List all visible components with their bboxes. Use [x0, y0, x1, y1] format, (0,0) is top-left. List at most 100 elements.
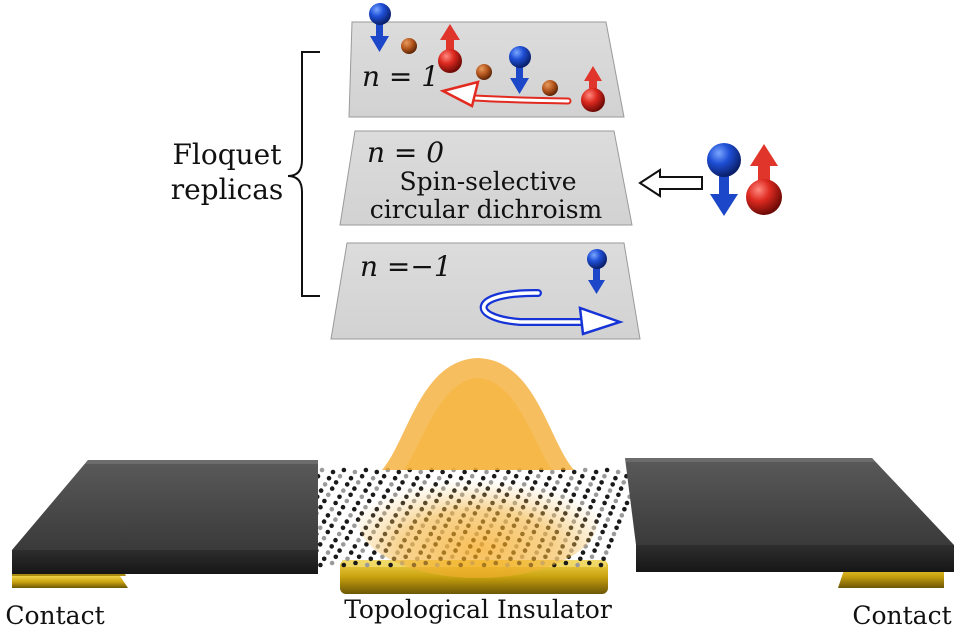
lattice-atom — [381, 473, 387, 479]
bracket-label-line2: replicas — [171, 173, 284, 206]
lattice-atom — [326, 492, 331, 498]
replica-middle-desc-line2: circular dichroism — [370, 195, 603, 224]
lattice-atom — [367, 482, 372, 487]
lattice-atom — [550, 469, 555, 475]
lattice-atom — [352, 506, 357, 512]
lattice-atom — [333, 500, 338, 506]
particle-icon — [476, 64, 492, 80]
lattice-atom — [325, 550, 331, 555]
lattice-atom — [597, 535, 603, 541]
lattice-atom — [340, 504, 346, 510]
lattice-atom — [600, 529, 605, 535]
lattice-atom — [596, 513, 602, 518]
lattice-atom — [607, 488, 613, 493]
lattice-atom — [605, 517, 611, 522]
lattice-atom — [348, 529, 354, 535]
lattice-atom — [344, 498, 350, 504]
lattice-atom — [616, 519, 622, 524]
lattice-atom — [355, 480, 361, 485]
lattice-atom — [341, 467, 347, 473]
lattice-atom — [589, 554, 595, 560]
lattice-atom — [329, 560, 335, 566]
lattice-atom — [345, 556, 350, 562]
lattice-atom — [368, 556, 374, 562]
lattice-atom — [609, 537, 614, 543]
lattice-atom — [605, 494, 610, 500]
lattice-atom — [364, 542, 369, 547]
lattice-atom — [329, 506, 335, 512]
lattice-atom — [356, 537, 361, 543]
lattice-atom — [359, 473, 365, 479]
lattice-atom — [336, 511, 342, 516]
lattice-atom — [599, 480, 604, 485]
replica-bracket — [287, 51, 320, 297]
lattice-atom — [341, 562, 347, 568]
lattice-atom — [330, 469, 336, 475]
lattice-atom — [317, 525, 323, 531]
replica-panel-lower — [330, 242, 641, 340]
lattice-atom — [602, 523, 608, 529]
lattice-atom — [610, 504, 616, 510]
lattice-atom — [352, 523, 357, 529]
lattice-atom — [326, 475, 332, 481]
spin-up-electron-icon — [581, 66, 605, 112]
light-beam-core — [404, 378, 552, 470]
bracket-label-line1: Floquet — [172, 138, 282, 171]
replica-middle-index: n = 0 — [367, 136, 444, 169]
lattice-atom — [563, 560, 569, 566]
red-arrow-icon — [439, 80, 572, 108]
particle-icon — [401, 38, 417, 54]
lattice-atom — [618, 486, 624, 491]
lattice-atom — [370, 475, 376, 481]
topological-insulator-label: Topological Insulator — [344, 595, 612, 624]
spin-down-electron-icon — [509, 46, 531, 94]
lattice-atom — [344, 482, 350, 487]
lattice-atom — [348, 492, 353, 498]
lattice-atom — [598, 562, 604, 568]
lattice-atom — [352, 486, 357, 491]
lattice-atom — [602, 473, 607, 479]
lattice-atom — [585, 488, 591, 493]
light-beam-glow — [358, 462, 598, 578]
lattice-atom — [319, 467, 325, 473]
lattice-atom — [611, 531, 617, 537]
lattice-atom — [344, 535, 350, 541]
lattice-atom — [337, 494, 342, 500]
lattice-atom — [601, 556, 606, 562]
lattice-atom — [325, 513, 331, 518]
lattice-atom — [337, 473, 343, 479]
lattice-atom — [591, 475, 596, 481]
lattice-atom — [577, 480, 582, 485]
circular-arrow-icon — [479, 288, 624, 336]
lattice-atom — [317, 542, 323, 547]
lattice-atom — [388, 562, 393, 568]
replica-upper-index: n = 1 — [362, 60, 439, 93]
lattice-atom — [318, 488, 324, 493]
lattice-atom — [355, 500, 361, 506]
lattice-atom — [616, 492, 621, 498]
lattice-atom — [378, 480, 383, 485]
lattice-atom — [352, 544, 358, 549]
lattice-atom — [592, 548, 597, 553]
lattice-atom — [599, 506, 605, 512]
lattice-atom — [341, 542, 346, 547]
lattice-atom — [348, 513, 353, 518]
replica-lower-index: n =−1 — [360, 250, 452, 283]
lattice-atom — [587, 560, 592, 566]
lattice-atom — [344, 519, 350, 524]
replica-middle-desc-line1: Spin-selective — [399, 167, 576, 196]
lattice-atom — [318, 562, 323, 568]
lattice-atom — [582, 467, 588, 473]
lattice-atom — [615, 469, 621, 475]
lattice-atom — [322, 482, 328, 487]
lattice-atom — [372, 550, 377, 555]
right-contact-label: Contact — [852, 601, 951, 630]
lattice-atom — [341, 488, 346, 493]
lattice-atom — [348, 475, 354, 481]
lattice-atom — [606, 544, 612, 549]
lattice-atom — [348, 550, 354, 555]
lattice-atom — [578, 556, 583, 562]
lattice-atom — [337, 548, 342, 553]
